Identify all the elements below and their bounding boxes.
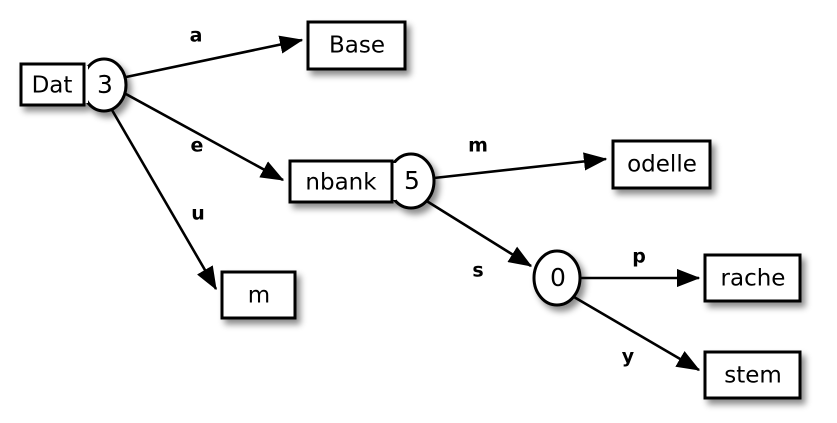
edge-line-e (123, 91, 285, 182)
node-base[interactable]: Base (306, 20, 407, 71)
node-dat-rect[interactable] (19, 62, 86, 107)
node-nbank-box-label: nbank (305, 170, 377, 196)
node-m-label: m (248, 283, 270, 309)
edge-line-y (573, 295, 701, 372)
node-zero[interactable]: 0 (532, 249, 582, 307)
edge-dat-m: u (110, 109, 218, 291)
edge-label-e: e (191, 135, 204, 157)
edge-label-a: a (190, 25, 203, 47)
node-zero-label: 0 (550, 263, 566, 292)
node-zero-ellipse[interactable] (532, 249, 582, 307)
edge-zero-rache: p (580, 246, 701, 288)
edge-nbank-zero: s (424, 198, 533, 282)
edge-line-m (433, 152, 608, 180)
node-dat-box-label: Dat (32, 73, 73, 99)
edge-label-s: s (472, 260, 483, 282)
node-dat[interactable]: Dat 3 (19, 57, 128, 113)
node-odelle-label: odelle (627, 152, 697, 178)
edge-nbank-odelle: m (433, 135, 608, 180)
node-base-label: Base (329, 33, 385, 59)
node-dat-ellipse-label: 3 (97, 70, 113, 99)
node-nbank-ellipse-label: 5 (404, 166, 420, 195)
edge-label-u: u (191, 203, 205, 225)
nodes-layer: Dat 3 Base nbank 5 m odelle 0 (19, 20, 802, 400)
node-stem-label: stem (724, 363, 782, 389)
node-base-rect[interactable] (306, 20, 407, 71)
node-rache-rect[interactable] (703, 253, 802, 303)
edge-zero-stem: y (573, 295, 701, 372)
edge-line-u (110, 109, 218, 291)
edge-label-p: p (632, 246, 646, 268)
edge-dat-nbank: e (123, 91, 285, 182)
node-rache[interactable]: rache (703, 253, 802, 303)
node-odelle[interactable]: odelle (611, 139, 712, 190)
node-nbank-rect[interactable] (288, 159, 394, 204)
node-m-rect[interactable] (220, 270, 297, 320)
node-m[interactable]: m (220, 270, 297, 320)
node-odelle-rect[interactable] (611, 139, 712, 190)
edges-layer: a e u m s p y (110, 25, 701, 372)
edge-label-m: m (468, 135, 488, 157)
node-stem-rect[interactable] (703, 350, 802, 400)
edge-line-s (424, 198, 533, 268)
edge-dat-base: a (125, 25, 304, 79)
node-stem[interactable]: stem (703, 350, 802, 400)
edge-label-y: y (622, 346, 635, 368)
edge-line-a (125, 35, 304, 79)
node-rache-label: rache (721, 266, 786, 292)
node-nbank[interactable]: nbank 5 (288, 152, 436, 210)
